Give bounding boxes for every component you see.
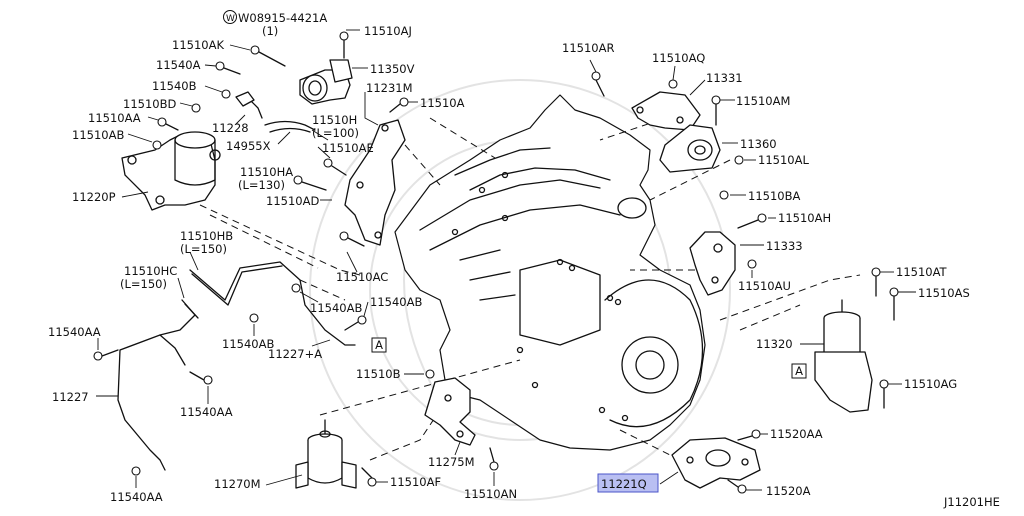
svg-text:W: W xyxy=(226,14,235,24)
label-11540ab-3: 11540AB xyxy=(222,337,274,351)
marker-label: A xyxy=(375,338,383,352)
label-11510aa-top: 11510AA xyxy=(88,111,141,125)
label-11510ha-length: (L=130) xyxy=(238,178,285,192)
label-11510bd: 11510BD xyxy=(123,97,176,111)
label-11520aa: 11520AA xyxy=(770,427,823,441)
label-11510ag: 11510AG xyxy=(904,377,957,391)
bolts xyxy=(93,31,899,494)
label-11540a: 11540A xyxy=(156,58,201,72)
label-11540aa-1: 11540AA xyxy=(48,325,101,339)
label-14955x: 14955X xyxy=(226,139,271,153)
label-11510ha: 11510HA xyxy=(240,165,293,179)
label-11275m: 11275M xyxy=(428,455,475,469)
label-11331: 11331 xyxy=(706,71,743,85)
label-11510ah: 11510AH xyxy=(778,211,831,225)
mount-11320 xyxy=(814,299,873,413)
part-labels: W W08915-4421A (1) 11510AJ 11510AK 11540… xyxy=(48,10,1000,509)
label-11320: 11320 xyxy=(756,337,793,351)
label-11510ab: 11510AB xyxy=(72,128,124,142)
label-11510ak: 11510AK xyxy=(172,38,224,52)
section-marker-a-left: A xyxy=(371,337,387,353)
label-11510hb: 11510HB xyxy=(180,229,233,243)
label-11510h-length: (L=100) xyxy=(312,126,359,140)
engine-block xyxy=(394,94,706,451)
label-11510ad: 11510AD xyxy=(266,194,319,208)
label-11510hc: 11510HC xyxy=(124,264,177,278)
label-11333: 11333 xyxy=(766,239,803,253)
leader-lines xyxy=(96,29,916,491)
bracket-11333 xyxy=(689,231,736,296)
mount-11350v xyxy=(299,59,353,105)
label-11510aj: 11510AJ xyxy=(364,24,412,38)
label-11510am: 11510AM xyxy=(736,94,790,108)
label-11510a: 11510A xyxy=(420,96,465,110)
label-11510au: 11510AU xyxy=(738,279,791,293)
mount-11270m xyxy=(295,419,357,489)
label-11228: 11228 xyxy=(212,121,249,135)
label-11540ab-2: 11540AB xyxy=(370,295,422,309)
label-11510h: 11510H xyxy=(312,113,357,127)
label-11227a: 11227+A xyxy=(268,347,322,361)
label-11350v: 11350V xyxy=(370,62,415,76)
label-11510b: 11510B xyxy=(356,367,401,381)
harness-14955x xyxy=(235,91,316,133)
label-11510af: 11510AF xyxy=(390,475,441,489)
mount-11360 xyxy=(659,124,721,173)
label-11510at: 11510AT xyxy=(896,265,948,279)
section-marker-a-right: A xyxy=(791,363,807,379)
label-11510an: 11510AN xyxy=(464,487,517,501)
label-11360: 11360 xyxy=(740,137,777,151)
label-11510hb-length: (L=150) xyxy=(180,242,227,256)
label-11540ab-1: 11540AB xyxy=(310,301,362,315)
bracket-11231m xyxy=(344,119,406,246)
label-11510aq: 11510AQ xyxy=(652,51,705,65)
washer-ref: W xyxy=(223,10,237,24)
label-11510hc-length: (L=150) xyxy=(120,277,167,291)
highlight-box-11221q xyxy=(597,473,659,493)
label-08915-4421a: W08915-4421A xyxy=(238,11,327,25)
marker-label: A xyxy=(795,364,803,378)
label-11510ba: 11510BA xyxy=(748,189,800,203)
rod-harness xyxy=(117,261,356,471)
dashed-guide-lines xyxy=(199,117,861,461)
bracket-11275m xyxy=(424,377,476,446)
mount-11220p xyxy=(121,131,221,211)
drawing-code: J11201HE xyxy=(943,495,1000,509)
label-11540aa-2: 11540AA xyxy=(180,405,233,419)
label-08915-qty: (1) xyxy=(262,24,278,38)
label-11510as: 11510AS xyxy=(918,286,970,300)
label-11221q: 11221Q xyxy=(601,477,647,491)
label-11510ar: 11510AR xyxy=(562,41,614,55)
label-11510ac: 11510AC xyxy=(336,270,388,284)
label-11510ae: 11510AE xyxy=(322,141,374,155)
label-11231m: 11231M xyxy=(366,81,413,95)
mount-11221q xyxy=(671,437,761,489)
engine-bolt-holes xyxy=(451,171,629,422)
mount-11331 xyxy=(631,91,701,131)
label-11270m: 11270M xyxy=(214,477,261,491)
label-11227: 11227 xyxy=(52,390,89,404)
label-11220p: 11220P xyxy=(72,190,116,204)
label-11540aa-3: 11540AA xyxy=(110,490,163,504)
label-11540b: 11540B xyxy=(152,79,197,93)
label-11510al: 11510AL xyxy=(758,153,809,167)
label-11520a: 11520A xyxy=(766,484,811,498)
